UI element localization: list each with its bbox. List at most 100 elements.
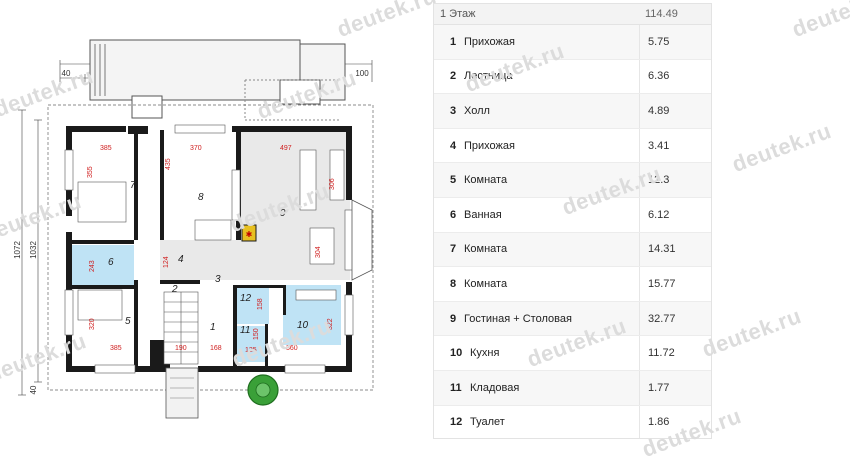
svg-text:385: 385 — [100, 145, 112, 152]
table-row: 3 Холл 4.89 — [434, 94, 711, 129]
building: ✱ — [64, 124, 373, 419]
room-name: Комната — [464, 174, 508, 187]
room-number: 2 — [450, 70, 457, 83]
room-number: 1 — [450, 35, 457, 48]
terrace — [89, 39, 346, 121]
svg-text:370: 370 — [190, 145, 202, 152]
furniture — [77, 149, 345, 321]
room-area: 1.77 — [639, 370, 711, 405]
svg-text:320: 320 — [89, 318, 96, 330]
svg-text:190: 190 — [175, 345, 187, 352]
table-row: 2 Лестница 6.36 — [434, 59, 711, 95]
watermark: deutek.ru — [728, 118, 835, 177]
floor-plan-drawing: 1532 1392 40 100 1072 1032 40 — [13, 39, 374, 419]
room-number: 8 — [450, 277, 457, 290]
room-name: Прихожая — [464, 35, 515, 48]
table-row: 5 Комната 12.3 — [434, 163, 711, 198]
svg-text:5: 5 — [125, 316, 131, 327]
room-area: 12.3 — [639, 163, 711, 197]
dim-left-outer: 1072 — [13, 241, 22, 259]
room-name: Туалет — [470, 416, 505, 429]
roof-outline — [47, 104, 374, 391]
room-numbers: 1 2 3 4 5 6 7 8 9 10 11 12 — [108, 180, 309, 336]
svg-text:322: 322 — [327, 318, 334, 330]
svg-text:8: 8 — [198, 192, 204, 203]
svg-text:360: 360 — [286, 345, 298, 352]
dim-left-bottom: 40 — [29, 385, 38, 394]
svg-text:168: 168 — [210, 345, 222, 352]
dim-left-offset: 40 — [62, 69, 71, 78]
room-name: Холл — [464, 104, 490, 117]
svg-text:1: 1 — [210, 322, 216, 333]
table-row: 4 Прихожая 3.41 — [434, 128, 711, 164]
room-area: 3.41 — [639, 128, 711, 163]
storage-fill — [237, 326, 265, 362]
svg-text:435: 435 — [165, 158, 172, 170]
room-name: Ванная — [464, 208, 502, 221]
room-name: Кухня — [470, 347, 500, 360]
wc-fill — [237, 288, 269, 324]
fireplace-icon — [241, 224, 257, 242]
svg-text:355: 355 — [87, 166, 94, 178]
room-number: 12 — [450, 416, 463, 429]
room-area: 5.75 — [639, 25, 711, 59]
svg-text:306: 306 — [329, 178, 336, 190]
svg-text:2: 2 — [171, 284, 178, 295]
watermark: deutek.ru — [788, 0, 850, 42]
svg-text:243: 243 — [89, 260, 96, 272]
floor-title: 1 Этаж — [440, 8, 476, 20]
room-area: 4.89 — [639, 94, 711, 128]
svg-text:150: 150 — [253, 328, 260, 340]
table-row: 10 Кухня 11.72 — [434, 336, 711, 371]
table-row: 8 Комната 15.77 — [434, 267, 711, 302]
svg-text:6: 6 — [108, 257, 114, 268]
dim-left-inner: 1032 — [29, 241, 38, 259]
table-row: 1 Прихожая 5.75 — [434, 25, 711, 60]
room-area: 6.12 — [639, 197, 711, 232]
windows — [64, 124, 354, 374]
svg-text:124: 124 — [163, 256, 170, 268]
svg-text:3: 3 — [215, 274, 221, 285]
room-name: Лестница — [464, 70, 513, 83]
room-area: 32.77 — [639, 301, 711, 336]
bathroom-fill — [72, 245, 134, 285]
room-area: 15.77 — [639, 267, 711, 301]
floor-plan: 1532 1392 40 100 1072 1032 40 — [0, 0, 440, 450]
floor-total-area: 114.49 — [645, 8, 678, 20]
room-number: 5 — [450, 174, 457, 187]
porch — [165, 367, 199, 419]
room-number: 6 — [450, 208, 457, 221]
watermark: deutek.ru — [698, 303, 805, 362]
svg-text:7: 7 — [130, 180, 136, 191]
svg-text:497: 497 — [280, 145, 292, 152]
room-dimensions: 385 370 497 355 435 306 304 243 124 320 … — [87, 145, 336, 354]
room-area: 1.86 — [639, 405, 711, 438]
room-area: 11.72 — [639, 336, 711, 370]
dim-right-offset: 100 — [355, 69, 369, 78]
room-name: Гостиная + Столовая — [464, 312, 572, 325]
room-name: Комната — [464, 243, 508, 256]
room-area: 6.36 — [639, 59, 711, 94]
svg-text:385: 385 — [110, 345, 122, 352]
room-number: 10 — [450, 347, 463, 360]
room-number: 4 — [450, 139, 457, 152]
svg-text:4: 4 — [178, 254, 184, 265]
room-name: Комната — [464, 277, 508, 290]
table-row: 6 Ванная 6.12 — [434, 197, 711, 233]
table-row: 12 Туалет 1.86 — [434, 405, 711, 438]
fire-symbol: ✱ — [246, 230, 253, 239]
stairs — [163, 291, 199, 365]
room-number: 3 — [450, 104, 457, 117]
room-number: 11 — [450, 381, 462, 394]
room-name: Прихожая — [464, 139, 515, 152]
room-number: 7 — [450, 243, 457, 256]
room-name: Кладовая — [470, 381, 520, 394]
table-header: 1 Этаж 114.49 — [434, 4, 711, 25]
svg-text:125: 125 — [245, 347, 257, 354]
svg-text:10: 10 — [297, 320, 309, 331]
svg-text:9: 9 — [280, 208, 286, 219]
